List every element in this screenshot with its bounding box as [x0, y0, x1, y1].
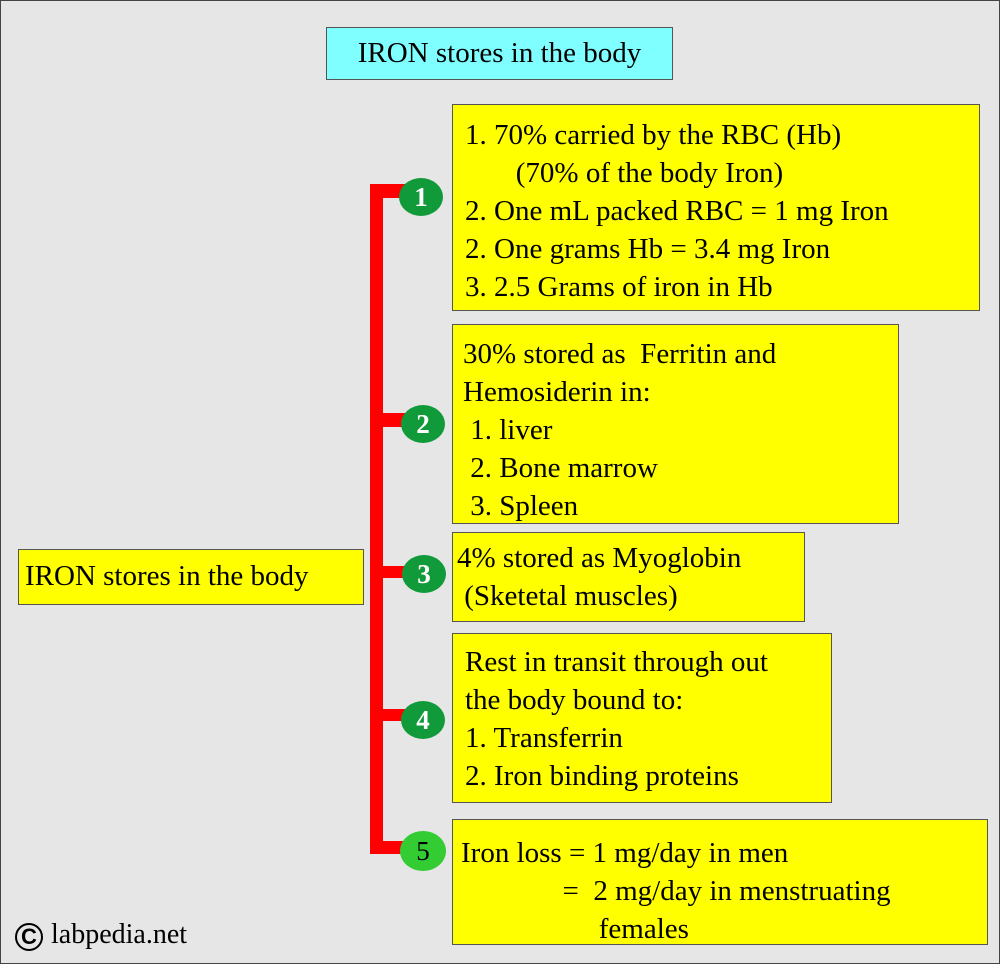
node-number-2: 2 — [401, 405, 445, 443]
watermark-text: labpedia.net — [51, 919, 188, 950]
node-number-5: 5 — [400, 831, 446, 871]
node-box-3: 4% stored as Myoglobin (Sketetal muscles… — [452, 532, 805, 622]
connector-branch-2 — [370, 413, 410, 427]
node-number-1: 1 — [399, 178, 443, 216]
node-number-3: 3 — [402, 555, 446, 593]
node-box-1: 1. 70% carried by the RBC (Hb) (70% of t… — [452, 104, 980, 311]
connector-trunk — [370, 184, 383, 854]
root-node: IRON stores in the body — [18, 549, 364, 605]
diagram-title: IRON stores in the body — [326, 27, 673, 80]
node-box-2: 30% stored as Ferritin and Hemosiderin i… — [452, 324, 899, 524]
node-box-5: Iron loss = 1 mg/day in men = 2 mg/day i… — [452, 819, 988, 945]
node-box-4: Rest in transit through out the body bou… — [452, 633, 832, 803]
connector-branch-4 — [370, 709, 410, 721]
node-number-4: 4 — [401, 701, 445, 739]
copyright-icon: C — [15, 922, 43, 951]
connector-branch-3 — [370, 566, 410, 578]
